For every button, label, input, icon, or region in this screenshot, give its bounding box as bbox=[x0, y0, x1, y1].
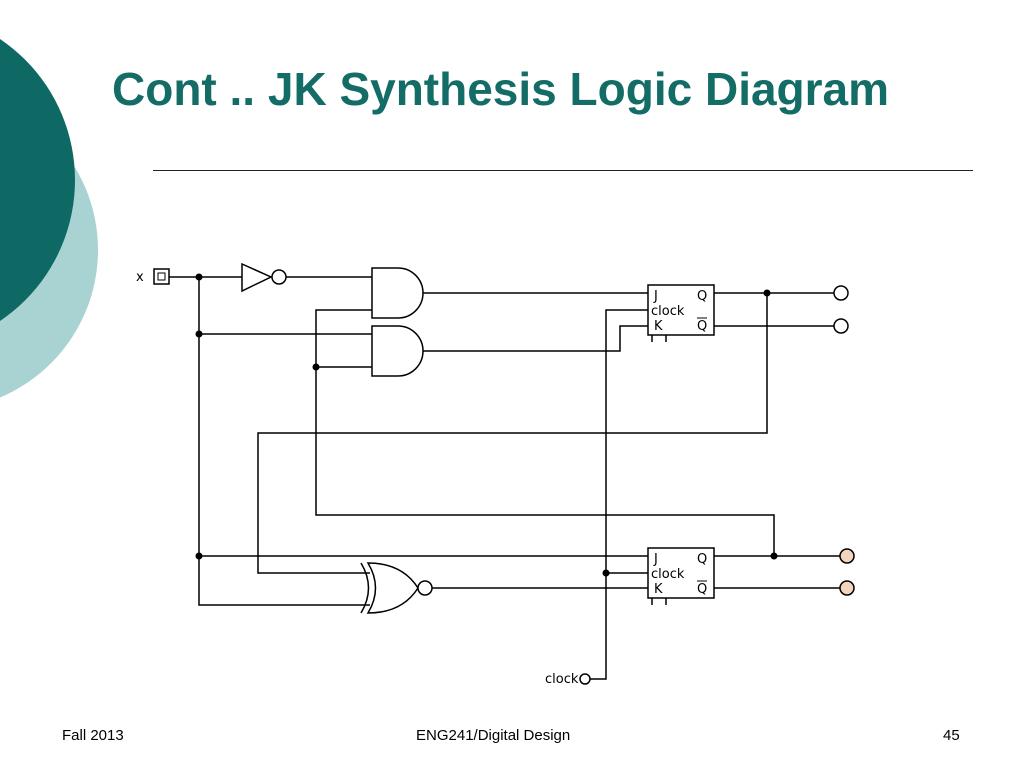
wire-x-bus bbox=[169, 276, 648, 606]
output-q1bar bbox=[833, 318, 849, 334]
ff2-qbar-label: Q bbox=[697, 582, 707, 597]
deco-circle-dark bbox=[0, 39, 75, 321]
ff2-j-label: J bbox=[653, 552, 658, 567]
ff2-clock-label: clock bbox=[651, 567, 685, 582]
junction-x-3 bbox=[195, 552, 203, 560]
ff1-j-label: J bbox=[653, 289, 658, 304]
junction-x-2 bbox=[195, 330, 203, 338]
ff1-q-label: Q bbox=[697, 289, 707, 304]
xnor-gate-bubble bbox=[417, 580, 433, 596]
footer-date: Fall 2013 bbox=[62, 727, 124, 744]
ff1-clock-label: clock bbox=[651, 304, 685, 319]
junction-x-1 bbox=[195, 273, 203, 281]
not-gate bbox=[241, 262, 273, 293]
output-q1 bbox=[833, 285, 849, 301]
junction-q2-and2 bbox=[312, 363, 320, 371]
ff2-q-label: Q bbox=[697, 552, 707, 567]
and-gate-1 bbox=[371, 267, 424, 319]
output-q2bar bbox=[839, 580, 855, 596]
junction-q2 bbox=[770, 552, 778, 560]
ff1-qbar-label: Q bbox=[697, 319, 707, 334]
not-gate-bubble bbox=[271, 269, 287, 285]
footer-slide-number: 45 bbox=[943, 727, 960, 744]
clock-input-label: clock bbox=[545, 672, 579, 687]
input-x-box-inner bbox=[157, 272, 166, 281]
jk-flip-flop-1: J clock K Q Q bbox=[647, 284, 715, 342]
input-x-label: x bbox=[136, 270, 144, 285]
ff1-k-label: K bbox=[654, 319, 663, 334]
wire-and2-to-k1 bbox=[423, 325, 648, 352]
and-gate-2 bbox=[371, 325, 424, 377]
xnor-gate-back-curve bbox=[360, 562, 370, 614]
slide-title: Cont .. JK Synthesis Logic Diagram bbox=[112, 63, 890, 115]
wire-q1-feedback bbox=[257, 293, 768, 574]
ff2-k-label: K bbox=[654, 582, 663, 597]
wire-q2-feedback bbox=[315, 309, 775, 556]
jk-flip-flop-2: J clock K Q Q bbox=[647, 547, 715, 605]
output-q2 bbox=[839, 548, 855, 564]
clock-input-terminal bbox=[579, 673, 591, 685]
junction-clock bbox=[602, 569, 610, 577]
title-divider bbox=[153, 170, 973, 171]
wire-clock bbox=[590, 309, 648, 680]
footer-course: ENG241/Digital Design bbox=[416, 727, 571, 744]
xnor-gate bbox=[366, 562, 419, 614]
